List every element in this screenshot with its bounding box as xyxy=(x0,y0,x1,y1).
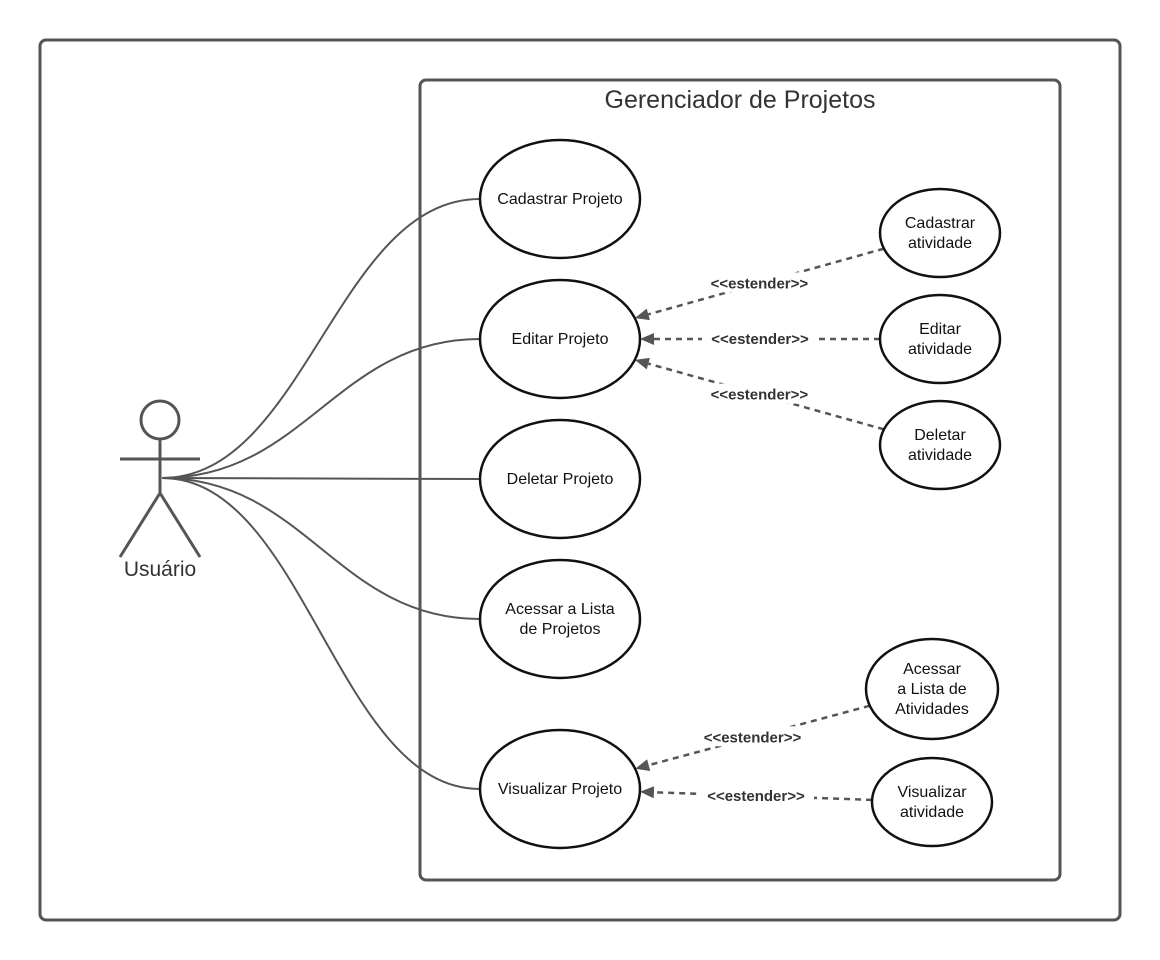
use-case-deletar-atividade: Deletar atividade xyxy=(878,399,1002,491)
use-case-label: atividade xyxy=(900,804,964,821)
use-case-ellipse xyxy=(478,418,642,540)
use-case-editar-projeto: Editar Projeto xyxy=(478,278,642,400)
association-line-acessar-lista-projetos xyxy=(161,477,481,620)
use-case-ellipse xyxy=(478,558,642,680)
extend-label: <<estender>> xyxy=(707,788,805,805)
system-boundary xyxy=(418,78,1062,882)
extend-label-bg xyxy=(702,328,818,348)
actor-right-leg xyxy=(158,492,202,558)
use-case-label: Acessar xyxy=(903,661,961,678)
extend-label-bg xyxy=(701,383,818,404)
extend-relationships: <<estender>> <<estender>> <<estender>> <<es… xyxy=(634,247,885,805)
extend-line xyxy=(653,791,873,802)
use-case-editar-atividade: Editar atividade xyxy=(878,293,1002,385)
use-case-ellipse xyxy=(878,399,1002,491)
use-case-ellipse xyxy=(878,293,1002,385)
use-case-label: Atividades xyxy=(895,701,969,718)
extend-label-bg xyxy=(694,726,811,747)
association-line-cadastrar-projeto xyxy=(161,198,481,479)
association-line-editar-projeto xyxy=(161,338,481,479)
extend-label-bg xyxy=(701,272,818,293)
use-case-ellipse xyxy=(478,728,642,850)
arrowhead-icon xyxy=(639,786,655,799)
extend-label-bg xyxy=(697,784,814,805)
actor-head xyxy=(139,399,181,441)
use-case-ellipse xyxy=(870,756,994,848)
use-case-label: Acessar a Lista xyxy=(505,601,614,618)
use-case-label: atividade xyxy=(908,235,972,252)
use-case-acessar-lista-projetos: Acessar a Lista de Projetos xyxy=(478,558,642,680)
use-case-label: Editar xyxy=(919,321,961,338)
extend-acessar-lista-atividades: <<estender>> xyxy=(635,704,871,771)
extend-visualizar-atividade: <<estender>> xyxy=(639,784,873,805)
system-title: Gerenciador de Projetos xyxy=(605,86,876,114)
extend-label: <<estender>> xyxy=(704,729,802,746)
association-lines xyxy=(161,198,481,790)
use-case-ellipse xyxy=(878,187,1002,279)
extend-deletar-atividade: <<estender>> xyxy=(634,357,885,431)
use-case-ellipse xyxy=(478,278,642,400)
use-case-cadastrar-projeto: Cadastrar Projeto xyxy=(478,138,642,260)
extend-cadastrar-atividade: <<estender>> xyxy=(634,247,885,321)
use-case-label: Deletar xyxy=(914,427,966,444)
use-case-deletar-projeto: Deletar Projeto xyxy=(478,418,642,540)
use-case-label: Deletar Projeto xyxy=(507,471,614,488)
outer-frame xyxy=(38,38,1122,922)
arrowhead-icon xyxy=(634,357,650,370)
extend-label: <<estender>> xyxy=(711,331,809,348)
actor-usuario: Usuário xyxy=(118,399,202,581)
use-case-cadastrar-atividade: Cadastrar atividade xyxy=(878,187,1002,279)
use-case-visualizar-atividade: Visualizar atividade xyxy=(870,756,994,848)
use-case-visualizar-projeto: Visualizar Projeto xyxy=(478,728,642,850)
association-line-visualizar-projeto xyxy=(161,477,481,790)
use-case-label: atividade xyxy=(908,341,972,358)
actor-left-leg xyxy=(118,492,162,558)
extend-label: <<estender>> xyxy=(711,275,809,292)
use-case-label: de Projetos xyxy=(520,621,601,638)
use-case-label: a Lista de xyxy=(897,681,966,698)
arrowhead-icon xyxy=(635,759,651,771)
extend-label: <<estender>> xyxy=(711,387,809,404)
association-line-deletar-projeto xyxy=(161,477,481,480)
extend-editar-atividade: <<estender>> xyxy=(640,328,880,348)
use-case-ellipse xyxy=(478,138,642,260)
use-case-label: Visualizar Projeto xyxy=(498,781,622,798)
use-case-acessar-lista-atividades: Acessar a Lista de Atividades xyxy=(864,637,1000,741)
arrowhead-icon xyxy=(640,333,654,345)
actor-label: Usuário xyxy=(124,558,196,581)
use-case-ellipse xyxy=(864,637,1000,741)
use-case-label: Cadastrar Projeto xyxy=(497,191,622,208)
arrowhead-icon xyxy=(634,308,650,321)
use-case-label: Visualizar xyxy=(897,784,967,801)
use-case-label: atividade xyxy=(908,447,972,464)
use-case-label: Editar Projeto xyxy=(512,331,609,348)
use-case-label: Cadastrar xyxy=(905,215,976,232)
